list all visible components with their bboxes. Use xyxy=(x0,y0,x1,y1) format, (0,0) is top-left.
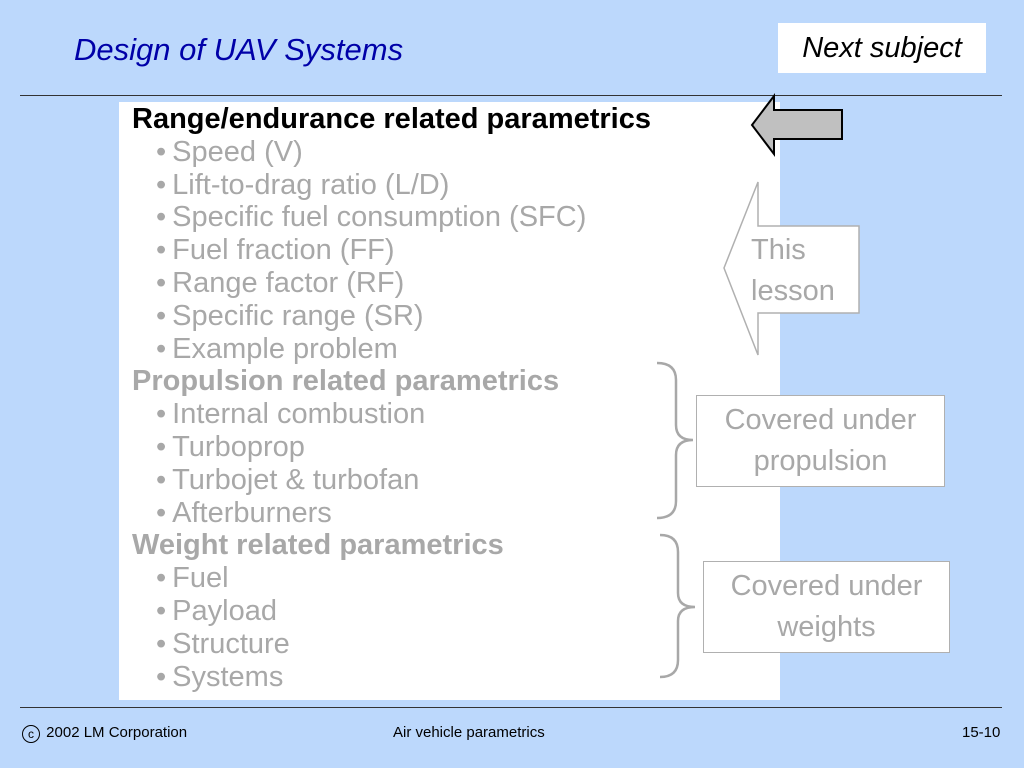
list-item: •Afterburners xyxy=(132,497,651,530)
callout-line: propulsion xyxy=(753,445,888,477)
list-item: •Example problem xyxy=(132,333,651,366)
list-item: •Systems xyxy=(132,661,651,694)
bullet-icon: • xyxy=(156,332,167,365)
bullet-icon: • xyxy=(156,234,167,267)
section-heading-propulsion: Propulsion related parametrics xyxy=(132,365,560,398)
bullet-icon: • xyxy=(156,463,167,496)
list-item-label: Structure xyxy=(172,627,290,660)
bullet-icon: • xyxy=(156,266,167,299)
bullet-icon: • xyxy=(156,430,167,463)
this-lesson-label: This lesson xyxy=(751,230,856,312)
next-subject-button[interactable]: Next subject xyxy=(778,23,986,73)
list-item-label: Turbojet & turbofan xyxy=(172,463,420,496)
list-item: •Fuel fraction (FF) xyxy=(132,234,651,267)
list-item: •Range factor (RF) xyxy=(132,267,651,300)
list-item-label: Specific fuel consumption (SFC) xyxy=(172,201,587,234)
section-heading-weight: Weight related parametrics xyxy=(132,529,504,562)
bullet-icon: • xyxy=(156,660,167,693)
covered-under-propulsion-callout: Covered under propulsion xyxy=(696,395,945,487)
list-item: •Lift-to-drag ratio (L/D) xyxy=(132,169,651,202)
bullet-icon: • xyxy=(156,398,167,431)
list-item: •Specific range (SR) xyxy=(132,300,651,333)
header-divider xyxy=(20,95,1002,96)
list-item: •Turboprop xyxy=(132,431,651,464)
bullet-icon: • xyxy=(156,496,167,529)
list-item-label: Example problem xyxy=(172,332,398,365)
list-item-label: Systems xyxy=(172,660,284,693)
this-lesson-line: This xyxy=(751,234,806,266)
list-item-label: Fuel xyxy=(172,562,229,595)
copyright-text: 2002 LM Corporation xyxy=(46,724,188,741)
bullet-icon: • xyxy=(156,135,167,168)
copyright-icon: c xyxy=(22,725,40,743)
bullet-icon: • xyxy=(156,562,167,595)
page-number: 15-10 xyxy=(962,724,1001,741)
list-item: •Speed (V) xyxy=(132,136,651,169)
list-item-label: Lift-to-drag ratio (L/D) xyxy=(172,168,450,201)
list-item-label: Payload xyxy=(172,594,277,627)
bullet-icon: • xyxy=(156,594,167,627)
footer-course-title: Air vehicle parametrics xyxy=(393,724,545,741)
list-item-label: Range factor (RF) xyxy=(172,266,405,299)
parametrics-outline: Range/endurance related parametrics •Spe… xyxy=(132,103,651,693)
list-item: •Fuel xyxy=(132,562,651,595)
callout-line: Covered under xyxy=(730,570,923,602)
callout-line: weights xyxy=(777,611,876,643)
list-item: •Specific fuel consumption (SFC) xyxy=(132,201,651,234)
page-title: Design of UAV Systems xyxy=(74,32,404,67)
bullet-icon: • xyxy=(156,201,167,234)
bullet-icon: • xyxy=(156,627,167,660)
list-item: •Turbojet & turbofan xyxy=(132,464,651,497)
list-item-label: Afterburners xyxy=(172,496,332,529)
list-item-label: Fuel fraction (FF) xyxy=(172,234,395,267)
bullet-icon: • xyxy=(156,168,167,201)
list-item: •Structure xyxy=(132,628,651,661)
list-item: •Internal combustion xyxy=(132,398,651,431)
covered-under-weights-callout: Covered under weights xyxy=(703,561,950,653)
footer-copyright: c 2002 LM Corporation xyxy=(22,724,187,743)
list-item-label: Speed (V) xyxy=(172,135,303,168)
section-heading-range-endurance: Range/endurance related parametrics xyxy=(132,103,651,135)
list-item-label: Internal combustion xyxy=(172,398,426,431)
list-item: •Payload xyxy=(132,595,651,628)
list-item-label: Specific range (SR) xyxy=(172,299,424,332)
bullet-icon: • xyxy=(156,299,167,332)
footer-divider xyxy=(20,707,1002,708)
list-item-label: Turboprop xyxy=(172,430,305,463)
callout-line: Covered under xyxy=(724,404,917,436)
this-lesson-line: lesson xyxy=(751,275,835,307)
